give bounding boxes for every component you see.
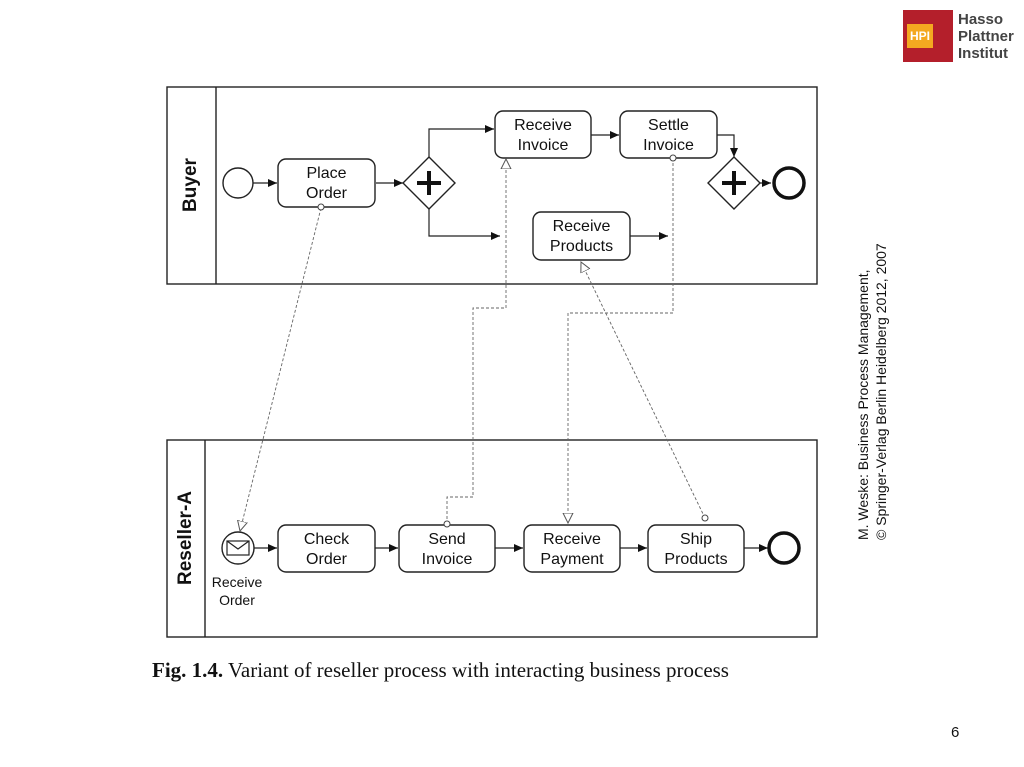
message-flow-source [443,520,451,528]
task-label: Payment [540,551,604,568]
event-label: Receive [212,574,263,590]
hpi-logo: HPI Hasso Plattner Institut [903,10,1018,62]
message-flow-payment [568,158,674,523]
parallel-gateway-split [402,156,456,210]
task-label: Invoice [518,137,569,154]
reseller-end-event [767,531,801,565]
task-label: Products [550,238,613,255]
figure-caption: Fig. 1.4. Variant of reseller process wi… [152,658,729,683]
logo-line: Institut [958,45,1008,62]
task-check-order: Check Order [277,524,376,573]
pool-buyer: Buyer [166,86,818,285]
pool-reseller: Reseller-A [166,439,818,638]
receive-order-start-event: Receive Order [212,531,263,608]
buyer-sequence-flows [253,125,771,240]
event-label: Order [219,592,255,608]
parallel-gateway-join [707,156,761,210]
buyer-end-event [772,166,806,200]
message-flow-source [669,154,677,162]
citation: M. Weske: Business Process Management, ©… [855,243,889,540]
citation-line-2: © Springer-Verlag Berlin Heidelberg 2012… [873,243,889,540]
task-send-invoice: Send Invoice [398,524,496,573]
task-label: Order [306,185,348,202]
task-label: Send [428,531,465,548]
task-label: Place [306,165,346,182]
task-label: Invoice [422,551,473,568]
task-receive-invoice: Receive Invoice [494,110,592,159]
buyer-start-event [222,167,254,199]
pool-label-reseller: Reseller-A [175,491,196,585]
logo-line: Hasso [958,11,1004,28]
figure-number: Fig. 1.4. [152,658,224,682]
task-settle-invoice: Settle Invoice [619,110,718,159]
task-place-order: Place Order [277,158,376,208]
task-label: Receive [514,117,572,134]
logo-line: Plattner [958,28,1014,45]
task-ship-products: Ship Products [647,524,745,573]
task-label: Check [304,531,350,548]
logo-mark: HPI [903,10,953,62]
task-label: Order [306,551,348,568]
message-flow-order [240,207,322,531]
task-receive-products: Receive Products [532,211,631,261]
citation-line-1: M. Weske: Business Process Management, [855,269,871,540]
task-label: Receive [553,218,611,235]
task-label: Invoice [643,137,694,154]
page-number: 6 [951,724,960,741]
logo-badge: HPI [909,29,930,43]
message-flow-invoice [446,159,506,524]
message-flow-source [701,514,709,522]
task-label: Ship [680,531,712,548]
task-receive-payment: Receive Payment [523,524,621,573]
message-flow-products [581,262,706,519]
task-label: Receive [543,531,601,548]
pool-label-buyer: Buyer [180,157,201,211]
task-label: Settle [648,117,689,134]
logo-wordmark: Hasso Plattner Institut [958,11,1014,62]
task-label: Products [664,551,727,568]
figure-caption-text: Variant of reseller process with interac… [228,658,729,682]
message-flow-source [317,203,325,211]
